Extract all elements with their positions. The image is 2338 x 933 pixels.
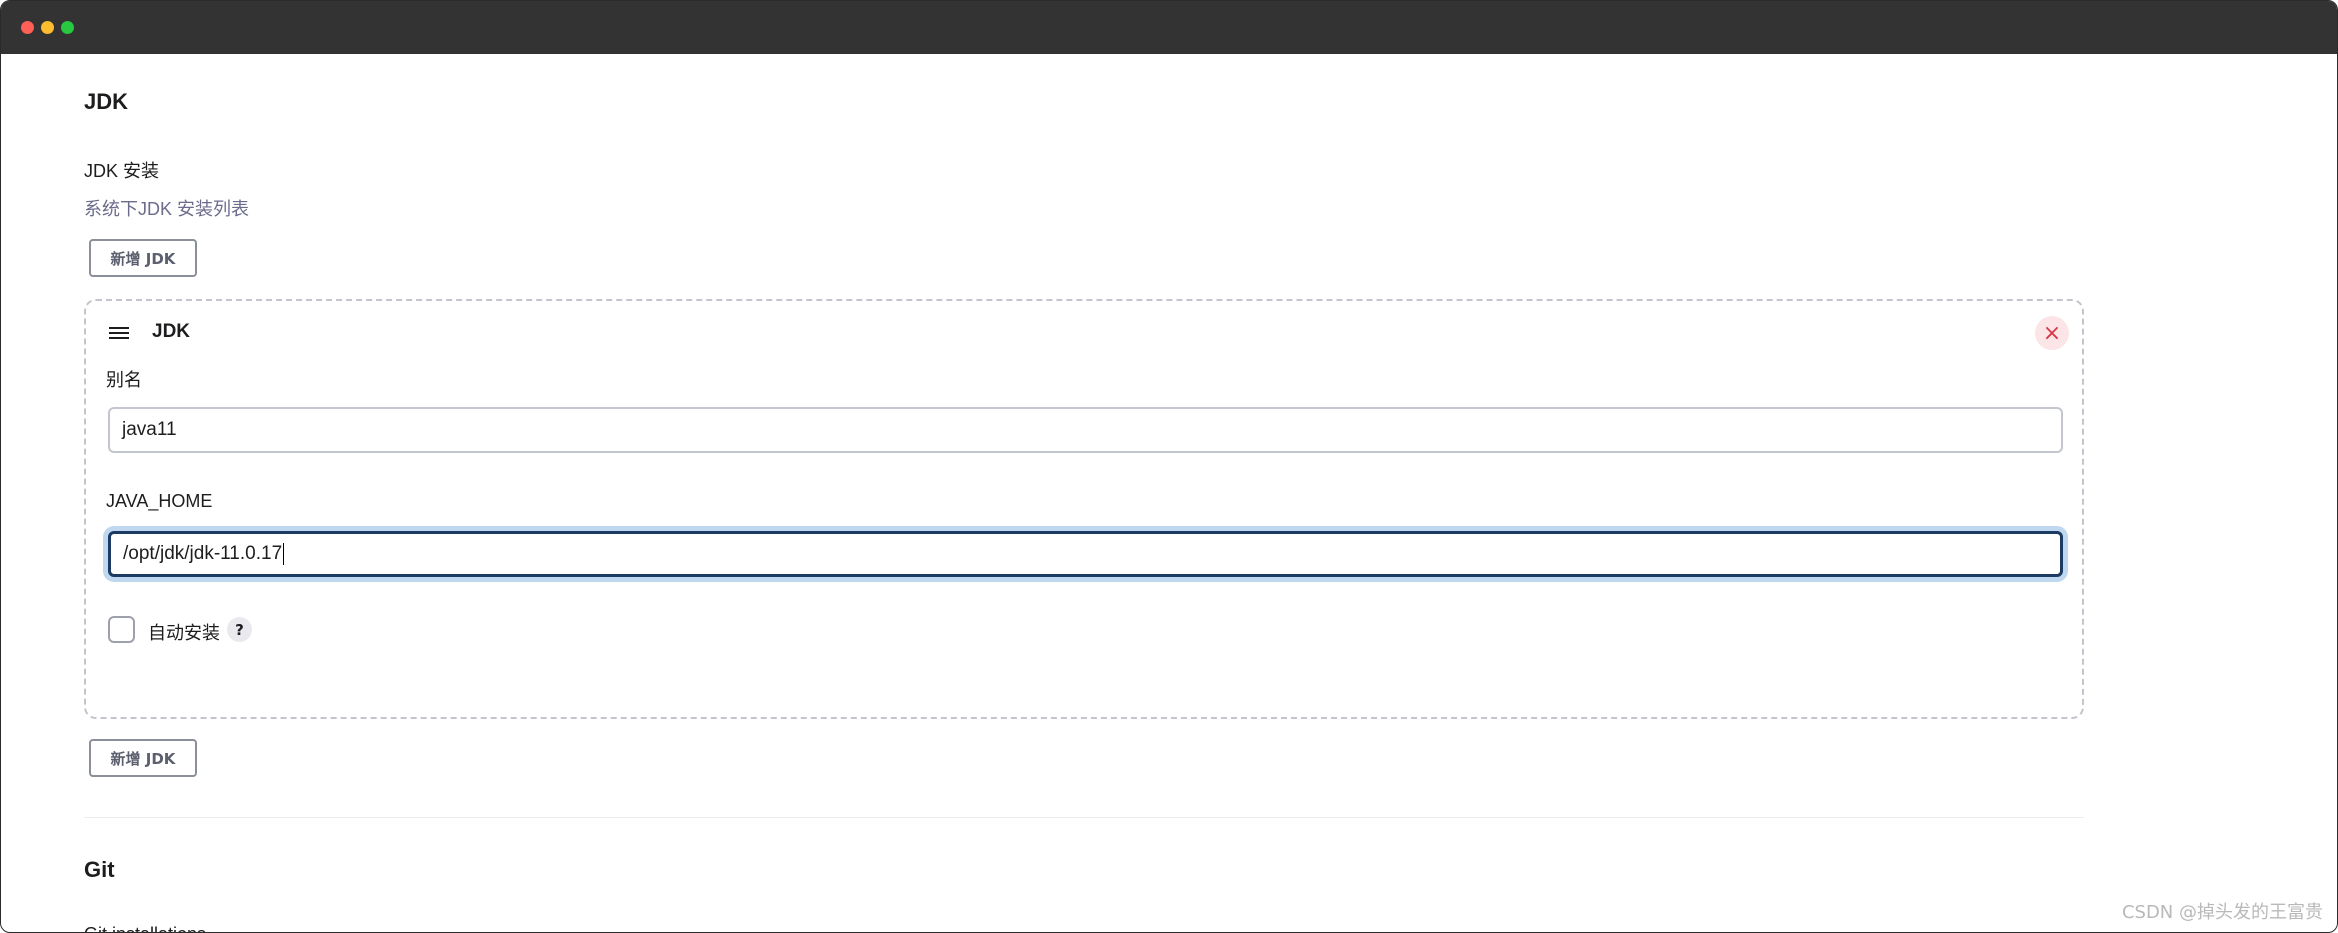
add-jdk-button-bottom[interactable]: 新增 JDK	[89, 739, 197, 777]
jdk-install-label: JDK 安装	[84, 161, 160, 181]
git-install-label: Git installations	[84, 924, 206, 932]
text-caret	[283, 543, 285, 565]
maximize-window-icon[interactable]	[61, 21, 74, 34]
alias-input-value: java11	[122, 419, 177, 440]
window-titlebar	[1, 1, 2337, 54]
add-jdk-button[interactable]: 新增 JDK	[89, 239, 197, 277]
minimize-window-icon[interactable]	[41, 21, 54, 34]
jdk-installation-panel: JDK × 别名 java11 JAVA_HOME /opt/jdk/jdk-1…	[84, 299, 2084, 719]
jdk-installation-title: JDK	[152, 321, 191, 342]
java-home-input[interactable]: /opt/jdk/jdk-11.0.17	[108, 531, 2063, 577]
close-window-icon[interactable]	[21, 21, 34, 34]
delete-installation-button[interactable]: ×	[2035, 316, 2069, 350]
jdk-install-description: 系统下JDK 安装列表	[84, 199, 250, 219]
auto-install-help-button[interactable]: ?	[227, 617, 252, 642]
java-home-input-value: /opt/jdk/jdk-11.0.17	[123, 543, 283, 564]
close-icon: ×	[2042, 320, 2062, 346]
auto-install-checkbox[interactable]	[108, 616, 135, 643]
help-icon: ?	[235, 620, 244, 639]
alias-input[interactable]: java11	[108, 407, 2063, 453]
git-section-title: Git	[84, 857, 115, 882]
section-divider	[84, 817, 2084, 818]
alias-label: 别名	[106, 370, 142, 390]
auto-install-label: 自动安装	[148, 623, 220, 643]
java-home-label: JAVA_HOME	[106, 491, 213, 511]
jdk-section-title: JDK	[84, 89, 129, 114]
drag-handle-icon[interactable]	[109, 327, 129, 341]
watermark-text: CSDN @掉头发的王富贵	[2121, 902, 2323, 923]
